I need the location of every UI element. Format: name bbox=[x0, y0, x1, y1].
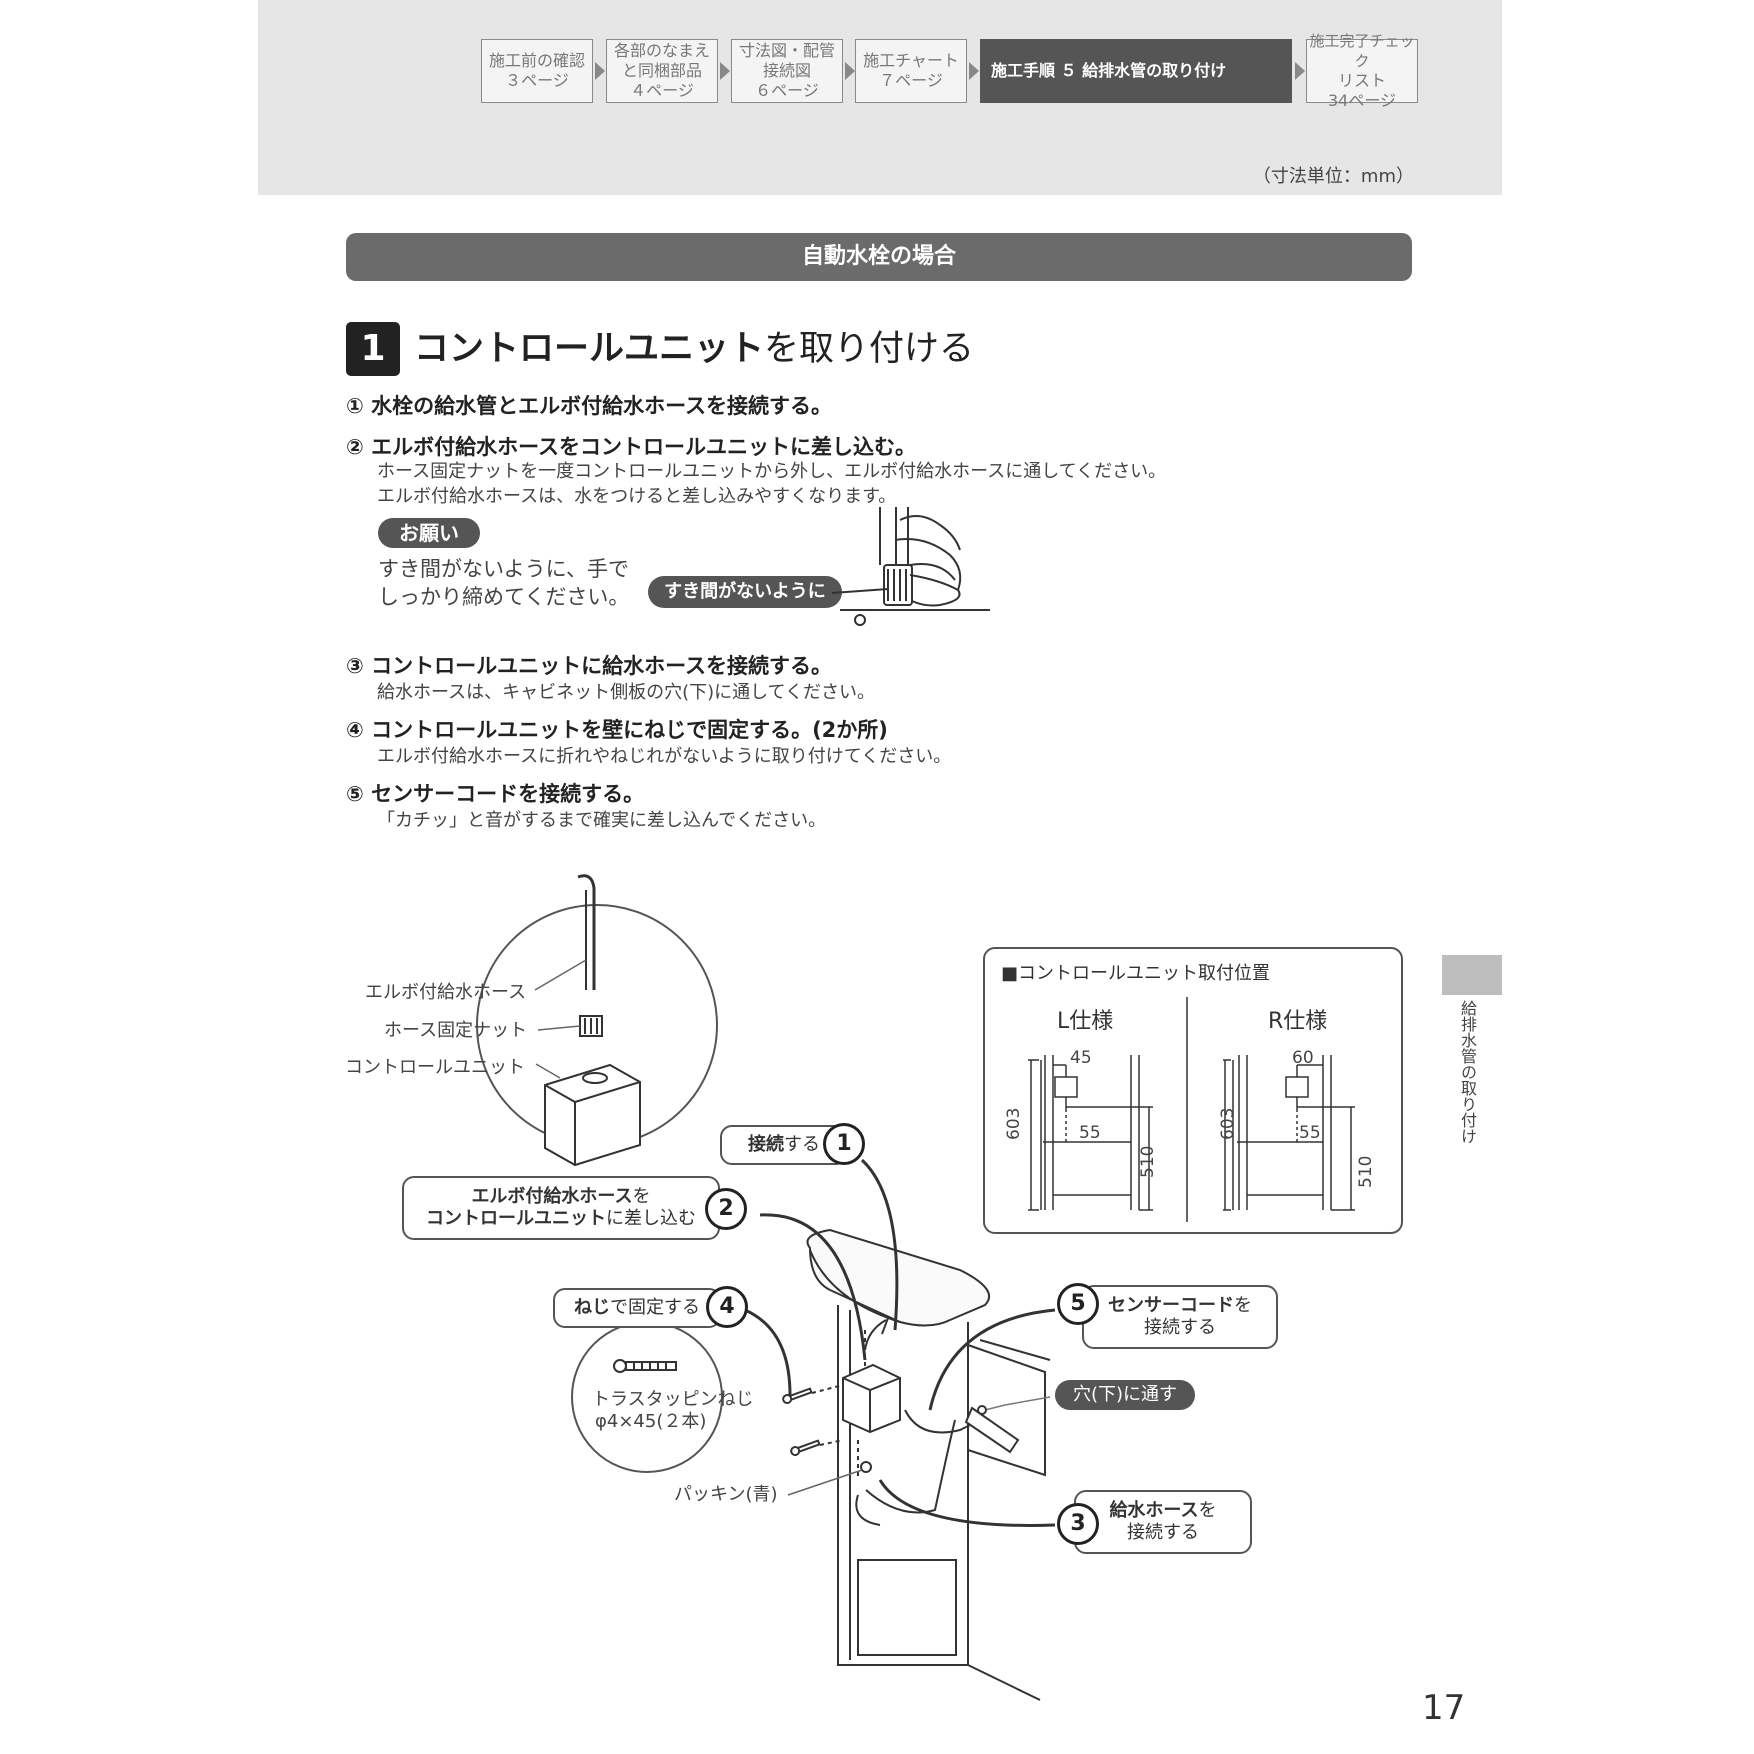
r-dim-top: 60 bbox=[1292, 1048, 1314, 1068]
step-circle-2: 2 bbox=[705, 1188, 747, 1230]
instruction-2-note-1: ホース固定ナットを一度コントロールユニットから外し、エルボ付給水ホースに通してく… bbox=[377, 461, 1167, 482]
request-badge: お願い bbox=[378, 518, 480, 548]
instruction-4-note: エルボ付給水ホースに折れやねじれがないように取り付けてください。 bbox=[377, 746, 952, 767]
instruction-1: ① 水栓の給水管とエルボ付給水ホースを接続する。 bbox=[346, 394, 833, 418]
callout-water-hose: 給水ホースを 接続する bbox=[1074, 1490, 1252, 1554]
request-text: すき間がないように、手で しっかり締めてください。 bbox=[378, 557, 630, 609]
instruction-3-note: 給水ホースは、キャビネット側板の穴(下)に通してください。 bbox=[377, 682, 876, 703]
step-number: 1 bbox=[346, 322, 400, 376]
r-dim-mid: 55 bbox=[1299, 1123, 1321, 1143]
r-dim-height: 603 bbox=[1218, 1107, 1238, 1140]
callout-fix-screws: ねじで固定する bbox=[553, 1288, 721, 1328]
step-circle-4: 4 bbox=[706, 1286, 748, 1328]
side-tab-marker bbox=[1442, 955, 1502, 995]
instruction-5-note: 「カチッ」と音がするまで確実に差し込んでください。 bbox=[377, 810, 827, 831]
r-dim-right: 510 bbox=[1356, 1155, 1376, 1188]
instruction-4: ④ コントロールユニットを壁にねじで固定する。(2か所) bbox=[346, 718, 888, 742]
nav-item-parts[interactable]: 各部のなまえ と同梱部品 ４ページ bbox=[606, 39, 718, 103]
label-screw-size: φ4×45(２本) bbox=[595, 1411, 707, 1432]
callout-insert-hose: エルボ付給水ホースを コントロールユニットに差し込む bbox=[402, 1176, 720, 1240]
l-spec-label: L仕様 bbox=[1057, 1009, 1114, 1034]
callout-sensor-cord: センサーコードを 接続する bbox=[1082, 1285, 1278, 1349]
label-hose-nut: ホース固定ナット bbox=[384, 1020, 528, 1041]
page-number: 17 bbox=[1422, 1688, 1466, 1728]
unit-note: （寸法単位：mm） bbox=[1252, 166, 1414, 187]
nav-item-precheck[interactable]: 施工前の確認 ３ページ bbox=[481, 39, 593, 103]
no-gap-label: すき間がないように bbox=[648, 576, 842, 608]
l-dim-mid: 55 bbox=[1079, 1123, 1101, 1143]
mounting-position-title: ■コントロールユニット取付位置 bbox=[1001, 963, 1271, 984]
chevron-right-icon bbox=[1295, 62, 1305, 80]
pointer-line bbox=[831, 588, 889, 594]
section-title: 自動水栓の場合 bbox=[346, 233, 1412, 281]
r-spec-label: R仕様 bbox=[1268, 1009, 1328, 1034]
l-dim-top: 45 bbox=[1070, 1048, 1092, 1068]
l-dim-height: 603 bbox=[1004, 1107, 1024, 1140]
mounting-position-panel bbox=[983, 947, 1403, 1234]
step-circle-1: 1 bbox=[823, 1123, 865, 1165]
chevron-right-icon bbox=[845, 62, 855, 80]
nav-item-dimensions[interactable]: 寸法図・配管 接続図 ６ページ bbox=[731, 39, 843, 103]
label-packing: パッキン(青) bbox=[674, 1484, 778, 1505]
nav-item-chart[interactable]: 施工チャート ７ページ bbox=[855, 39, 967, 103]
chevron-right-icon bbox=[720, 62, 730, 80]
hole-label: 穴(下)に通す bbox=[1055, 1380, 1195, 1410]
step-circle-5: 5 bbox=[1057, 1283, 1099, 1325]
l-dim-right: 510 bbox=[1138, 1145, 1158, 1178]
instruction-2-note-2: エルボ付給水ホースは、水をつけると差し込みやすくなります。 bbox=[377, 486, 897, 507]
step-circle-3: 3 bbox=[1057, 1503, 1099, 1545]
step-title: コントロールユニットを取り付ける bbox=[414, 329, 975, 369]
instruction-2: ② エルボ付給水ホースをコントロールユニットに差し込む。 bbox=[346, 435, 917, 459]
hand-tightening-illustration bbox=[840, 507, 990, 626]
chevron-right-icon bbox=[969, 62, 979, 80]
nav-item-checklist[interactable]: 施工完了チェック リスト 34ページ bbox=[1306, 32, 1418, 110]
side-tab-label[interactable]: 給排水管の取り付け bbox=[1458, 1000, 1477, 1144]
chevron-right-icon bbox=[595, 62, 605, 80]
nav-item-current-step[interactable]: 施工手順 ５ 給排水管の取り付け bbox=[980, 39, 1292, 103]
label-control-unit: コントロールユニット bbox=[345, 1057, 525, 1078]
mounting-position-drawing bbox=[1028, 997, 1355, 1222]
instruction-3: ③ コントロールユニットに給水ホースを接続する。 bbox=[346, 654, 833, 678]
instruction-5: ⑤ センサーコードを接続する。 bbox=[346, 782, 645, 806]
label-elbow-hose: エルボ付給水ホース bbox=[365, 982, 527, 1003]
label-screw-name: トラスタッピンねじ bbox=[592, 1389, 754, 1410]
